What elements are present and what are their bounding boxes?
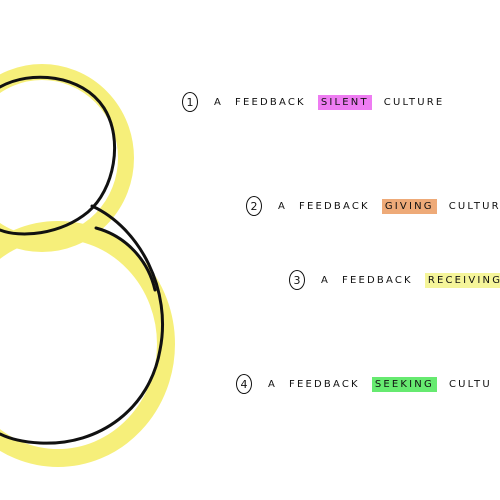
list-item-4: 4 A FEEDBACK SEEKING CULTU bbox=[236, 374, 500, 394]
item-2-word: FEEDBACK bbox=[299, 200, 370, 212]
list-item-2: 2 A FEEDBACK GIVING CULTURE bbox=[246, 196, 500, 216]
item-3-article: A bbox=[321, 274, 331, 286]
head-circle bbox=[0, 75, 117, 236]
item-4-word: FEEDBACK bbox=[289, 378, 360, 390]
item-4-highlight: SEEKING bbox=[371, 376, 437, 392]
number-3-badge: 3 bbox=[289, 270, 305, 290]
glow-top-circle bbox=[0, 64, 134, 252]
item-2-article: A bbox=[278, 200, 288, 212]
yellow-glow bbox=[0, 64, 175, 467]
item-3-word: FEEDBACK bbox=[342, 274, 413, 286]
list-item-1: 1 A FEEDBACK SILENT CULTURE bbox=[182, 92, 456, 112]
item-2-suffix: CULTURE bbox=[448, 200, 500, 212]
item-4-suffix: CULTU bbox=[448, 378, 492, 390]
item-2-highlight: GIVING bbox=[381, 198, 437, 214]
item-1-suffix: CULTURE bbox=[383, 96, 445, 108]
item-1-highlight: SILENT bbox=[317, 94, 372, 110]
list-item-3: 3 A FEEDBACK RECEIVING bbox=[289, 270, 500, 290]
inner-stroke bbox=[94, 226, 157, 292]
number-4-badge: 4 bbox=[236, 374, 252, 394]
body-circle bbox=[0, 204, 165, 445]
number-1-badge: 1 bbox=[182, 92, 198, 112]
black-outline bbox=[0, 75, 165, 445]
item-1-article: A bbox=[214, 96, 224, 108]
glow-bottom-circle bbox=[0, 221, 175, 467]
number-2-badge: 2 bbox=[246, 196, 262, 216]
item-3-highlight: RECEIVING bbox=[424, 272, 500, 288]
item-1-word: FEEDBACK bbox=[235, 96, 306, 108]
item-4-article: A bbox=[268, 378, 278, 390]
